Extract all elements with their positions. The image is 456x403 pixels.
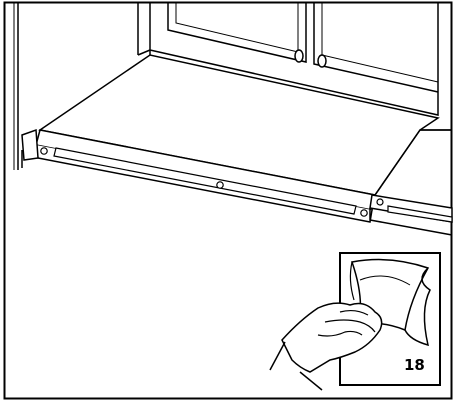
cabinet-door-right <box>313 2 439 93</box>
hand-icon <box>269 302 383 391</box>
page-fold-line <box>359 275 411 286</box>
page-number: 18 <box>404 356 425 374</box>
screw-hole-left <box>40 147 48 155</box>
cabinet-door-left <box>167 2 307 63</box>
hood-section-right-top <box>374 129 452 196</box>
cabinet-door-left-panel <box>175 2 299 53</box>
door-knob-left <box>294 49 304 63</box>
screw-hole-right <box>360 209 368 217</box>
hood-section-right-slot <box>387 205 453 223</box>
screw-hole-far-right <box>376 198 384 206</box>
cabinet-side <box>149 2 439 116</box>
cabinet-corner <box>137 49 151 56</box>
hood-vent-slot <box>53 147 357 215</box>
page-turn-icon: 18 <box>269 252 441 391</box>
page-edge-lines <box>349 261 355 301</box>
screw-hole-center <box>216 181 224 189</box>
page-number-box <box>396 350 434 378</box>
door-knob-right <box>317 54 327 68</box>
hood-end-bracket <box>21 128 39 161</box>
hood-section-right-face <box>369 208 453 236</box>
page-curl-back <box>404 267 431 347</box>
